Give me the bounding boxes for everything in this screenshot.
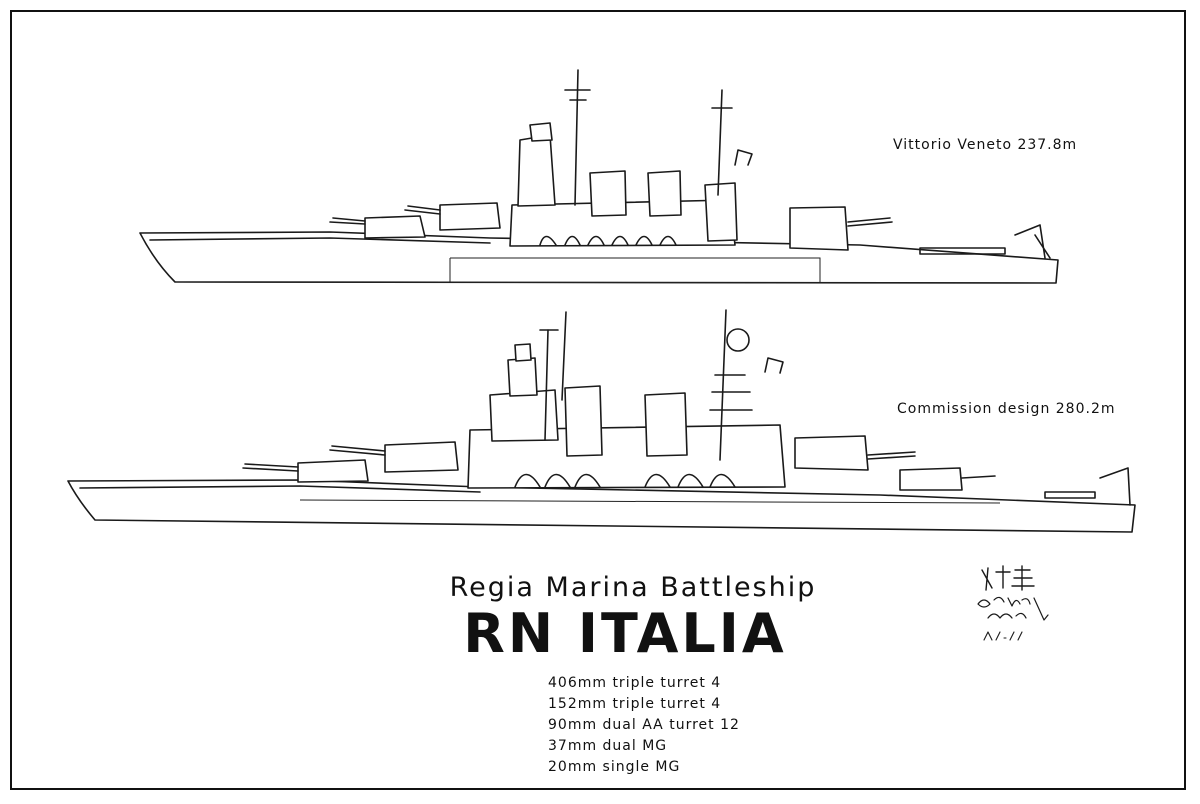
ship-drawing-commission-design xyxy=(67,309,1136,533)
armament-item: 406mm triple turret 4 xyxy=(548,675,722,691)
armament-item: 152mm triple turret 4 xyxy=(548,696,722,712)
ship-drawing-vittorio-veneto xyxy=(139,69,1059,284)
armament-item: 37mm dual MG xyxy=(548,738,668,754)
armament-item: 20mm single MG xyxy=(548,759,681,775)
page-title: RN ITALIA xyxy=(463,602,787,665)
page-subtitle: Regia Marina Battleship xyxy=(449,572,817,603)
ship-caption-commission-design: Commission design 280.2m xyxy=(897,401,1116,417)
artist-signature xyxy=(977,565,1049,641)
armament-list: 406mm triple turret 4 152mm triple turre… xyxy=(548,673,740,778)
ship-caption-vittorio-veneto: Vittorio Veneto 237.8m xyxy=(893,137,1078,153)
armament-item: 90mm dual AA turret 12 xyxy=(548,717,740,733)
